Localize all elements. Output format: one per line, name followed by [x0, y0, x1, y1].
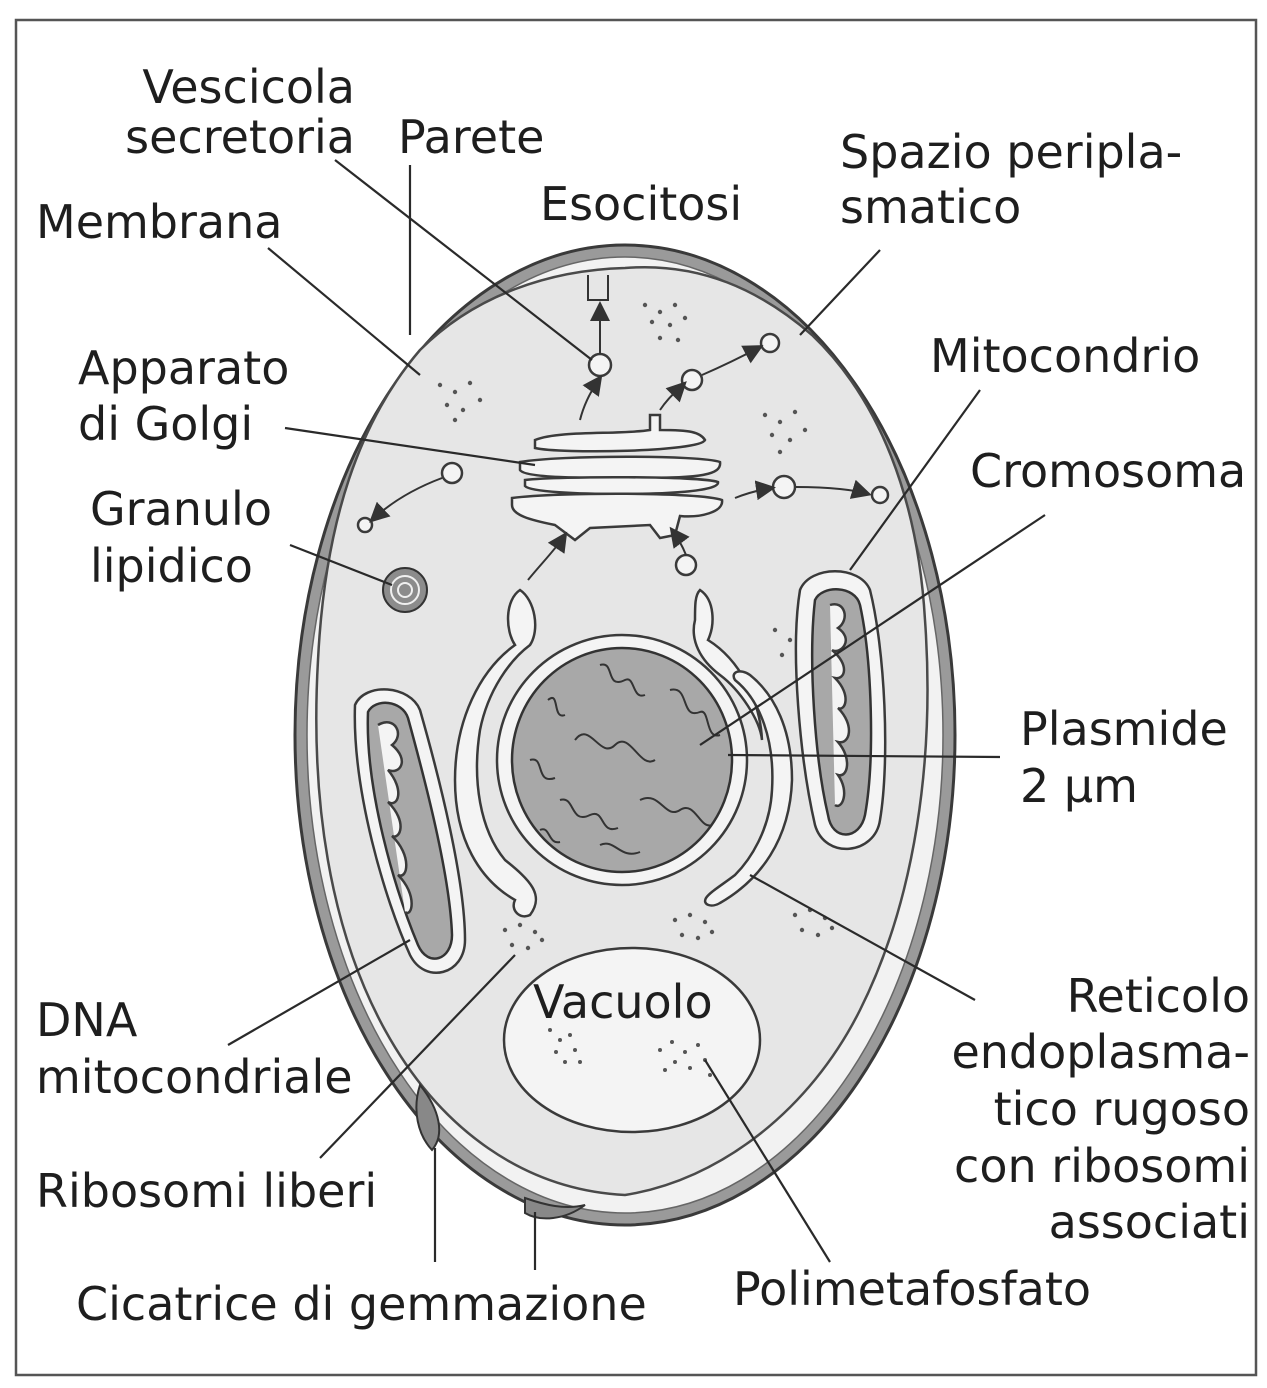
leader-spazio	[800, 250, 880, 335]
label-plasmide-1: Plasmide	[1020, 702, 1228, 756]
vesicle-7	[872, 487, 888, 503]
vesicle-2	[682, 370, 702, 390]
label-cicatrice: Cicatrice di gemmazione	[76, 1277, 647, 1331]
label-reticolo-2: endoplasma-	[951, 1025, 1250, 1079]
lipid-granule	[383, 568, 427, 612]
vesicle-4	[773, 476, 795, 498]
label-plasmide-2: 2 µm	[1020, 759, 1138, 813]
label-vescicola-1: Vescicola	[142, 60, 355, 114]
label-granulo-1: Granulo	[90, 482, 272, 536]
label-golgi-2: di Golgi	[78, 397, 253, 451]
label-ribosomi: Ribosomi liberi	[36, 1164, 377, 1218]
label-granulo-2: lipidico	[90, 539, 253, 593]
label-reticolo-1: Reticolo	[1067, 969, 1250, 1023]
vesicle-5	[676, 555, 696, 575]
label-vescicola-2: secretoria	[125, 110, 355, 164]
label-mitocondrio: Mitocondrio	[930, 329, 1200, 383]
label-cromosoma: Cromosoma	[970, 444, 1246, 498]
label-reticolo-4: con ribosomi	[954, 1139, 1250, 1193]
leader-membrana	[268, 248, 420, 375]
label-reticolo-3: tico rugoso	[994, 1082, 1250, 1136]
label-spazio-1: Spazio peripla-	[840, 125, 1182, 179]
label-polimetafosfato: Polimetafosfato	[733, 1262, 1091, 1316]
label-reticolo-5: associati	[1049, 1195, 1250, 1249]
label-golgi-1: Apparato	[78, 341, 289, 395]
vesicle-6	[761, 334, 779, 352]
vesicle-3	[442, 463, 462, 483]
label-membrana: Membrana	[36, 195, 282, 249]
label-dna-2: mitocondriale	[36, 1050, 353, 1104]
vesicle-8	[358, 518, 372, 532]
label-dna-1: DNA	[36, 993, 138, 1047]
label-vacuolo: Vacuolo	[533, 975, 713, 1029]
label-parete: Parete	[398, 110, 544, 164]
secretory-vesicle	[589, 354, 611, 376]
label-spazio-2: smatico	[840, 180, 1021, 234]
label-esocitosi: Esocitosi	[540, 177, 742, 231]
